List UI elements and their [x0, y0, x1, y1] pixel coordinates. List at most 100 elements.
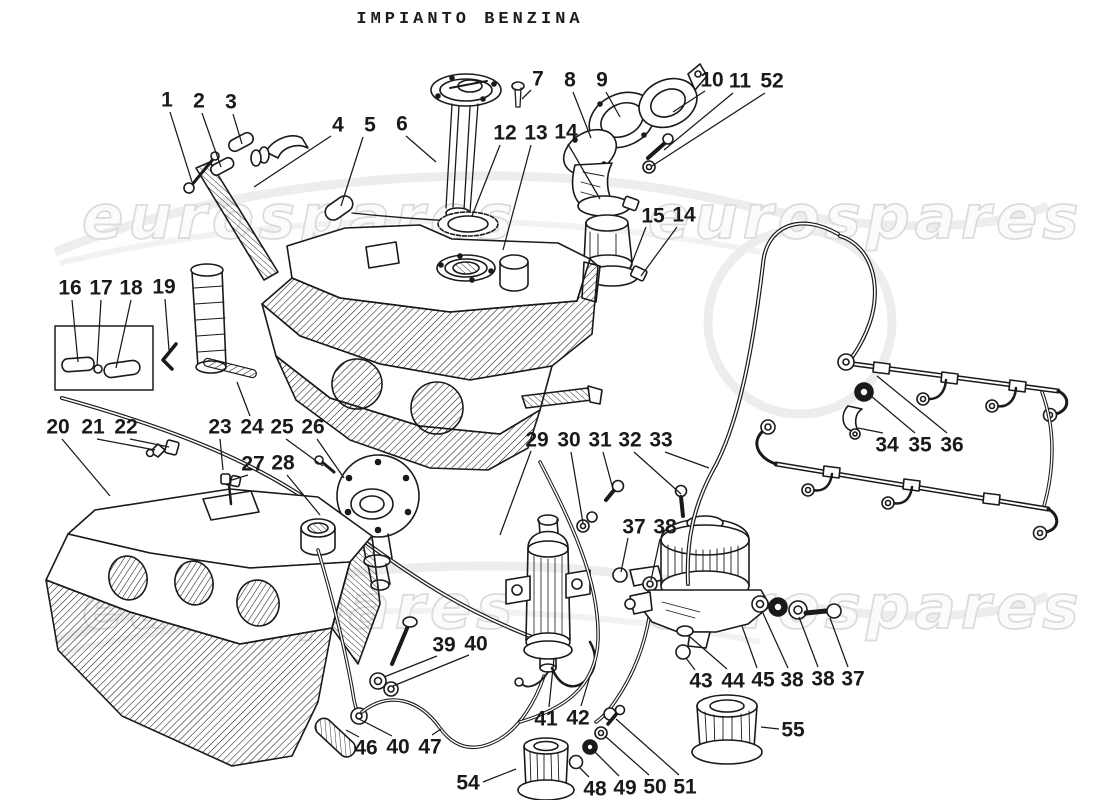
leader-line-30: [570, 451, 584, 524]
leader-line-40: [356, 717, 393, 737]
callout-label-37: 37: [622, 516, 645, 539]
filler-neck: [430, 73, 502, 237]
callout-label-12: 12: [493, 122, 516, 145]
callout-label-2: 2: [193, 90, 205, 113]
small-parts-top-left: [183, 131, 471, 223]
leader-line-42: [580, 675, 591, 707]
leader-line-10: [672, 90, 706, 113]
fuel-rails: [685, 221, 1069, 586]
tank-strap: [195, 161, 279, 281]
hose-15: [585, 214, 629, 232]
leader-line-14: [640, 226, 678, 277]
fasteners-48-51: [568, 704, 626, 770]
leader-line-52: [651, 92, 766, 167]
leader-line-19: [164, 298, 170, 351]
callout-label-48: 48: [583, 778, 607, 800]
leader-line-5: [340, 136, 364, 207]
tank-hole-1: [108, 555, 148, 601]
callout-label-38: 38: [653, 516, 677, 539]
lower-tank-hatched-face: [45, 579, 333, 767]
leader-line-55: [760, 726, 780, 730]
callout-label-36: 36: [940, 434, 963, 457]
leader-line-20: [61, 438, 111, 497]
leader-line-38: [798, 616, 819, 668]
filter-element-54: [517, 737, 575, 800]
leader-line-49: [593, 750, 620, 777]
callout-label-13: 13: [524, 122, 547, 145]
callout-label-35: 35: [908, 434, 932, 457]
leader-line-25: [285, 438, 324, 467]
bolt-37b: [803, 608, 829, 616]
leader-line-31: [602, 451, 614, 490]
callout-label-40: 40: [464, 633, 487, 656]
callout-label-45: 45: [751, 669, 775, 692]
leader-line-9: [605, 91, 621, 118]
nut-37: [612, 567, 628, 583]
callout-label-16: 16: [58, 277, 81, 300]
leader-line-8: [572, 91, 592, 139]
callout-label-14: 14: [554, 121, 578, 144]
leader-line-35: [870, 395, 916, 434]
leader-line-32: [633, 451, 682, 495]
callout-label-47: 47: [418, 736, 441, 759]
leader-line-28: [286, 474, 321, 516]
callout-label-11: 11: [729, 70, 752, 93]
filler-sleeve: [190, 263, 227, 374]
leader-line-39: [383, 655, 438, 678]
callout-label-8: 8: [564, 69, 576, 92]
pad-18: [103, 359, 141, 379]
fuel-pump: [505, 479, 688, 724]
leader-line-24: [236, 381, 251, 417]
hose-33: [518, 460, 600, 724]
bolt-11: [646, 140, 668, 160]
leader-line-2: [201, 112, 222, 168]
car-wheel-arc: [703, 225, 897, 419]
fitting-27: [220, 473, 231, 485]
callout-label-27: 27: [241, 453, 264, 476]
callout-label-38: 38: [780, 669, 804, 692]
page-title: IMPIANTO BENZINA: [356, 10, 584, 29]
callout-label-40: 40: [386, 736, 409, 759]
screw-7: [511, 81, 525, 108]
leader-line-34: [857, 427, 884, 434]
callout-label-25: 25: [270, 416, 294, 439]
callout-label-39: 39: [432, 634, 455, 657]
bleed-screw: [390, 624, 410, 666]
leader-line-54: [482, 768, 517, 783]
tank-hole-2: [174, 560, 214, 606]
callout-label-46: 46: [354, 737, 377, 760]
callout-label-29: 29: [525, 429, 548, 452]
screw-51: [606, 710, 620, 726]
vent-neck: [499, 254, 529, 270]
callout-label-24: 24: [240, 416, 264, 439]
callout-label-26: 26: [301, 416, 324, 439]
upper-fuel-tank: [261, 224, 603, 471]
leader-line-37: [829, 617, 849, 668]
leader-line-26: [316, 438, 345, 479]
callout-label-5: 5: [364, 114, 376, 137]
callout-label-33: 33: [649, 429, 672, 452]
ball-joint: [183, 182, 195, 194]
elbow-and-clamps: [562, 128, 648, 287]
callout-label-10: 10: [700, 69, 723, 92]
leader-line-48: [578, 766, 590, 778]
callout-label-22: 22: [114, 416, 137, 439]
callout-label-19: 19: [152, 276, 175, 299]
callout-label-7: 7: [532, 68, 544, 91]
callout-label-43: 43: [689, 670, 712, 693]
washer-44: [676, 625, 694, 637]
bolt-31: [604, 487, 617, 502]
screw-21: [145, 448, 155, 458]
leader-line-1: [169, 111, 193, 183]
leader-line-16: [71, 299, 79, 363]
leader-line-17: [96, 299, 102, 367]
callout-label-50: 50: [643, 776, 666, 799]
callout-label-54: 54: [456, 772, 480, 795]
lower-fuel-tank: [45, 439, 381, 767]
callout-label-15: 15: [641, 205, 665, 228]
fuel-filter: [624, 515, 842, 660]
callout-label-37: 37: [841, 668, 864, 691]
callout-label-23: 23: [208, 416, 231, 439]
